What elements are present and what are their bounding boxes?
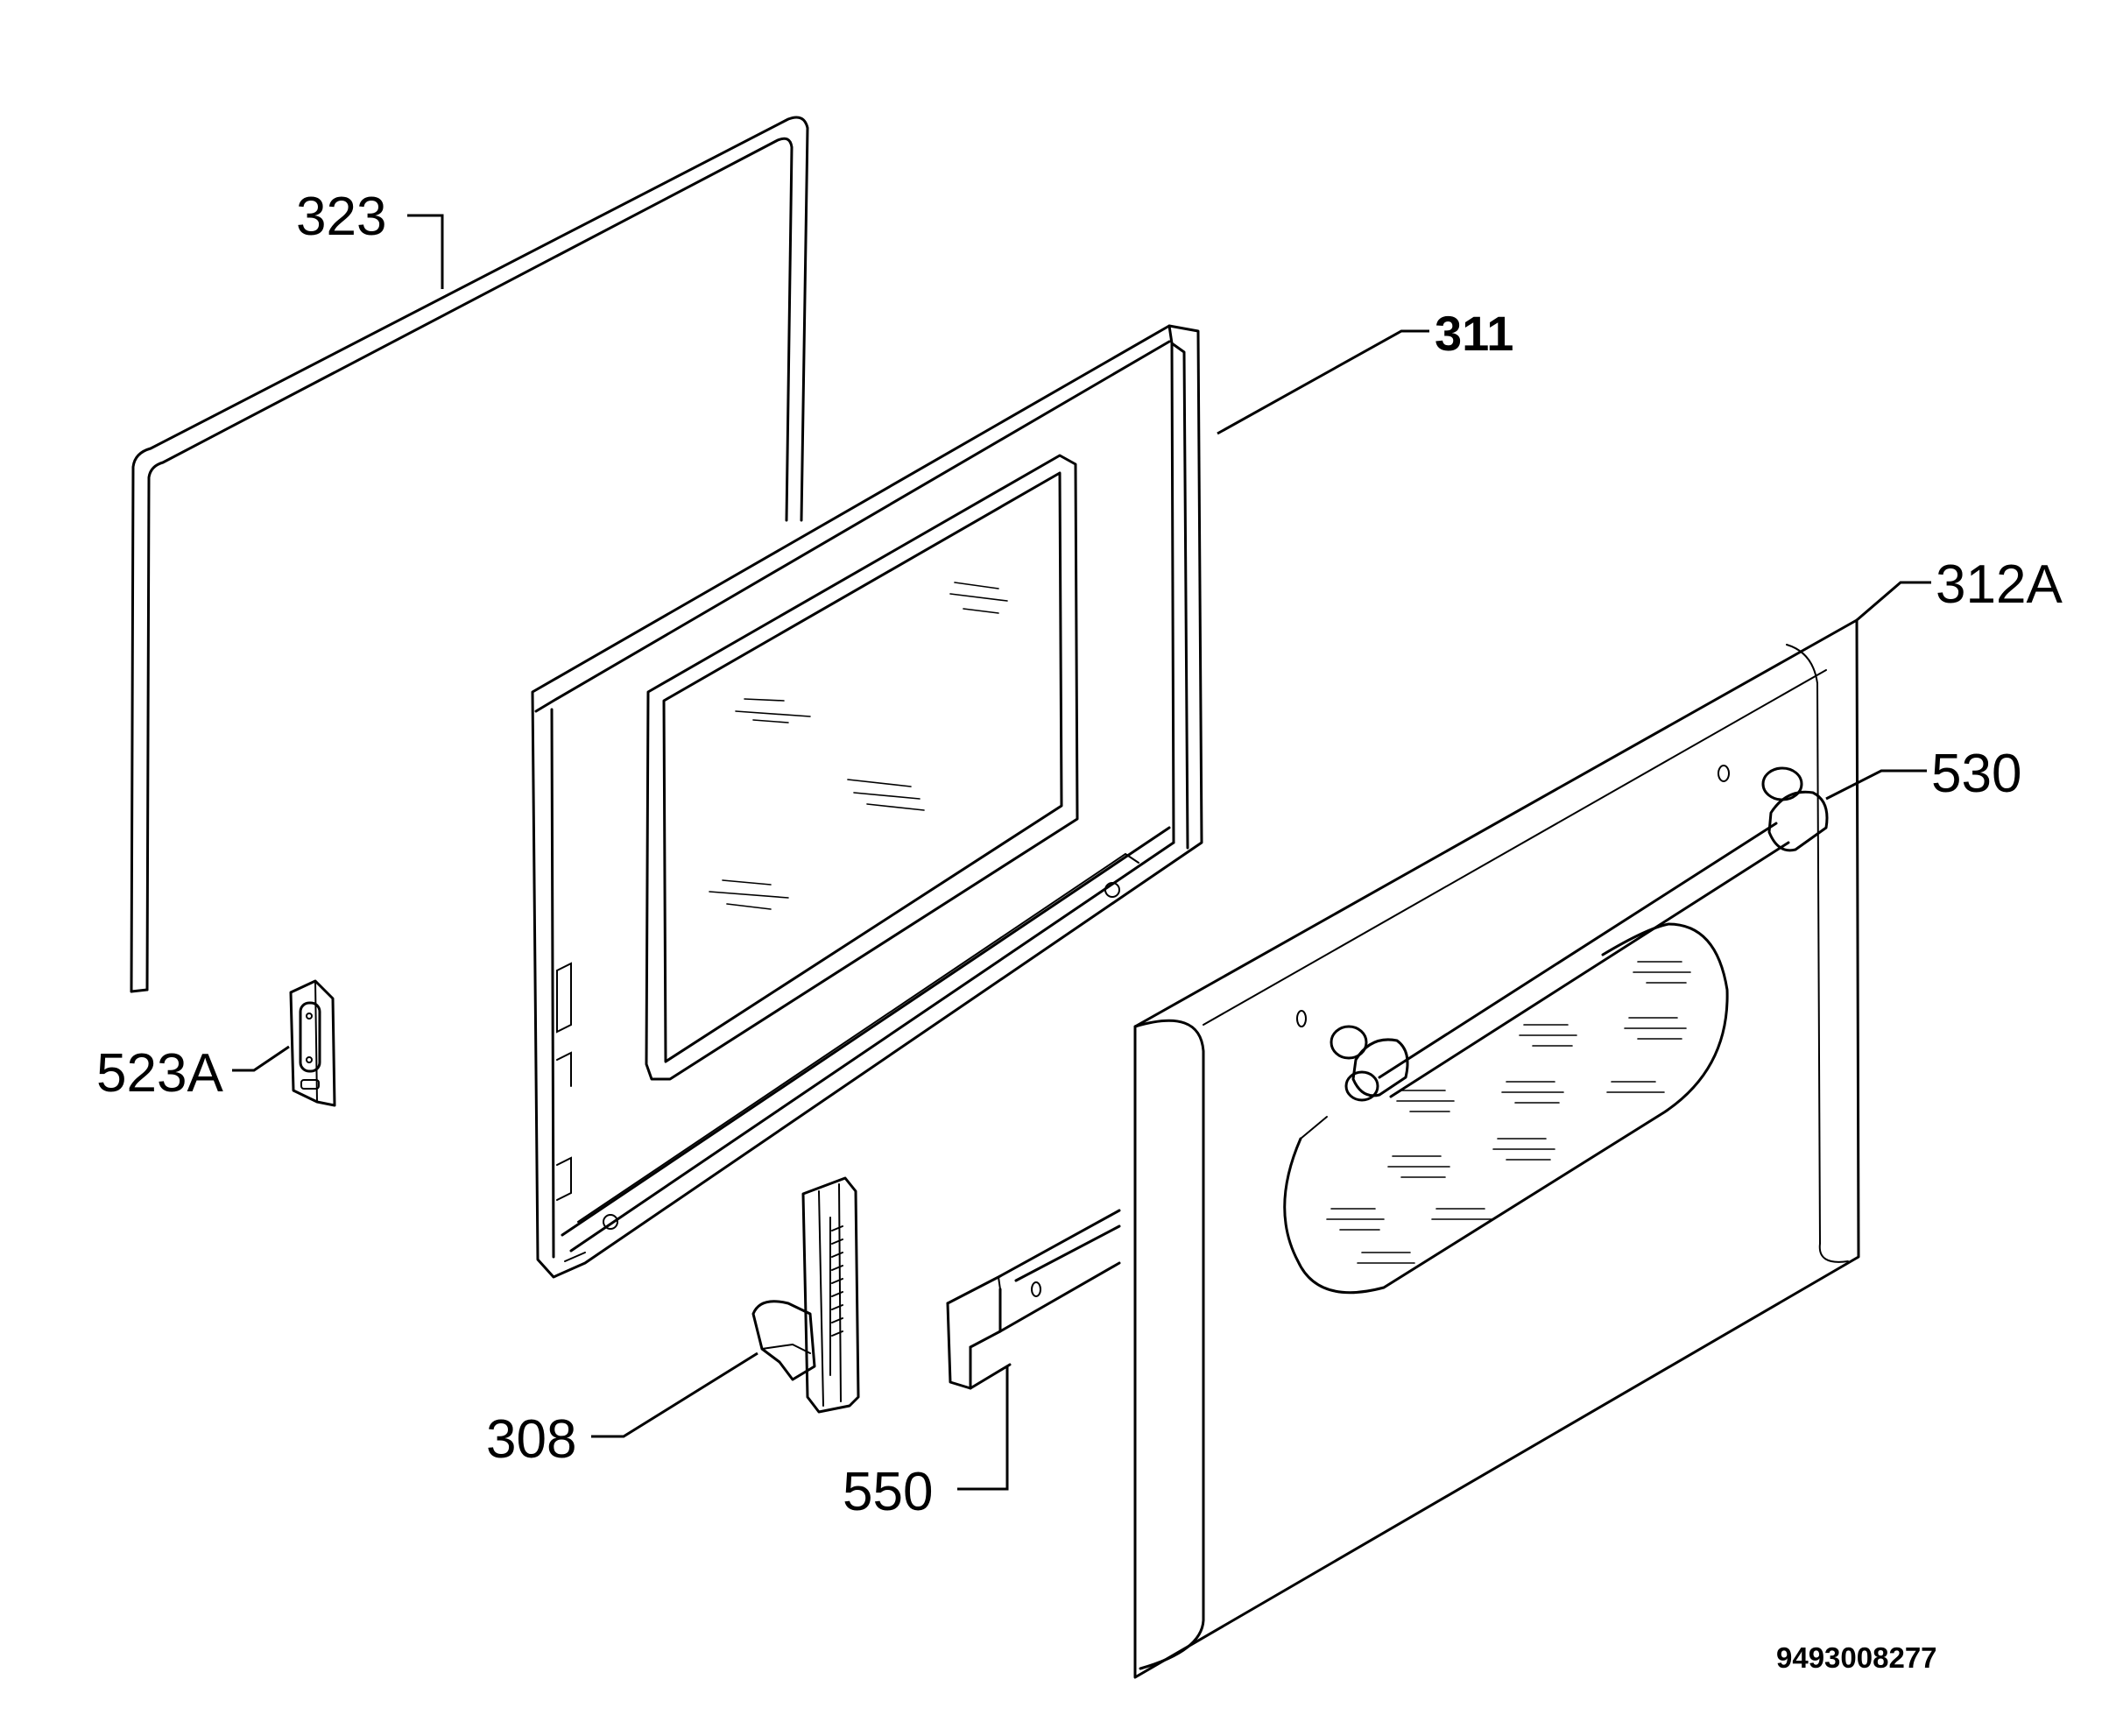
- label-323: 323: [296, 187, 386, 247]
- part-labels: 323 311 312A 530 523A 308 550 9493008277: [96, 187, 2063, 1674]
- label-523a: 523A: [96, 1043, 223, 1104]
- part-530-door-handle: [1330, 766, 1829, 1102]
- label-312a: 312A: [1936, 554, 2063, 615]
- part-311-inner-door-frame: [531, 324, 1203, 1279]
- leader-530: [1825, 769, 1927, 801]
- label-550: 550: [843, 1462, 933, 1522]
- label-308: 308: [486, 1409, 576, 1470]
- part-523a-door-catch: [289, 979, 336, 1107]
- label-311: 311: [1435, 306, 1513, 361]
- leader-308: [591, 1351, 758, 1438]
- drawing-code: 9493008277: [1776, 1641, 1937, 1674]
- leader-323: [407, 214, 444, 289]
- part-308-door-hinge: [751, 1176, 860, 1414]
- leader-312a: [1856, 581, 1931, 622]
- leader-523a: [232, 1045, 290, 1072]
- leader-550: [957, 1366, 1009, 1491]
- leader-lines: [232, 214, 1931, 1491]
- part-323-door-seal: [130, 116, 809, 993]
- label-530: 530: [1931, 744, 2021, 804]
- part-312a-outer-door-panel: [1133, 618, 1860, 1679]
- leader-311: [1217, 329, 1429, 435]
- part-550-trim-rail: [946, 1209, 1121, 1390]
